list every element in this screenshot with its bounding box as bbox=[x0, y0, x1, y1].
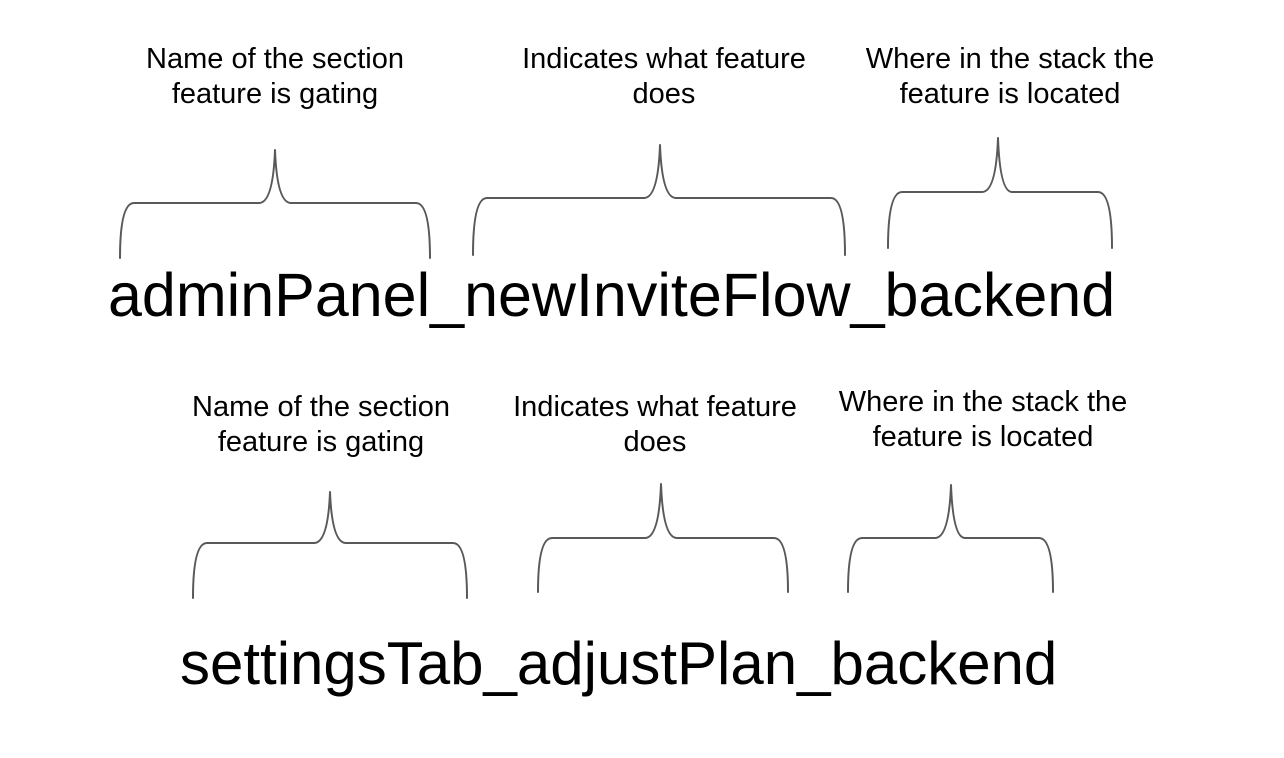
curly-brace-feature-top bbox=[472, 144, 846, 256]
annotation-label-line: does bbox=[623, 426, 687, 458]
annotation-label-line: feature is gating bbox=[171, 78, 379, 110]
annotation-label-feature-bottom: Indicates what feature does bbox=[495, 390, 815, 460]
curly-brace-feature-bottom bbox=[537, 483, 789, 593]
flag-name-example-1: adminPanel_newInviteFlow_backend bbox=[108, 261, 1116, 329]
annotation-label-stack-bottom: Where in the stack the feature is locate… bbox=[823, 385, 1143, 455]
annotation-label-line: feature is gating bbox=[217, 426, 425, 458]
curly-brace-stack-bottom bbox=[847, 484, 1054, 593]
annotation-label-section-bottom: Name of the section feature is gating bbox=[161, 390, 481, 460]
annotation-label-line: Where in the stack the bbox=[838, 386, 1128, 418]
annotation-label-line: Where in the stack the bbox=[865, 43, 1155, 75]
flag-name-example-2: settingsTab_adjustPlan_backend bbox=[180, 630, 1058, 697]
annotation-label-line: Name of the section bbox=[192, 391, 450, 423]
annotation-label-section-top: Name of the section feature is gating bbox=[115, 42, 435, 112]
annotation-label-feature-top: Indicates what feature does bbox=[504, 42, 824, 112]
annotation-label-line: Indicates what feature bbox=[513, 391, 797, 423]
annotation-label-line: Name of the section bbox=[146, 43, 404, 75]
annotation-label-line: feature is located bbox=[872, 421, 1094, 453]
curly-brace-section-bottom bbox=[192, 491, 468, 599]
annotation-label-stack-top: Where in the stack the feature is locate… bbox=[850, 42, 1170, 112]
annotation-label-line: Indicates what feature bbox=[522, 43, 806, 75]
annotation-label-line: feature is located bbox=[899, 78, 1121, 110]
annotation-label-line: does bbox=[632, 78, 696, 110]
curly-brace-section-top bbox=[119, 149, 431, 259]
curly-brace-stack-top bbox=[887, 137, 1113, 249]
